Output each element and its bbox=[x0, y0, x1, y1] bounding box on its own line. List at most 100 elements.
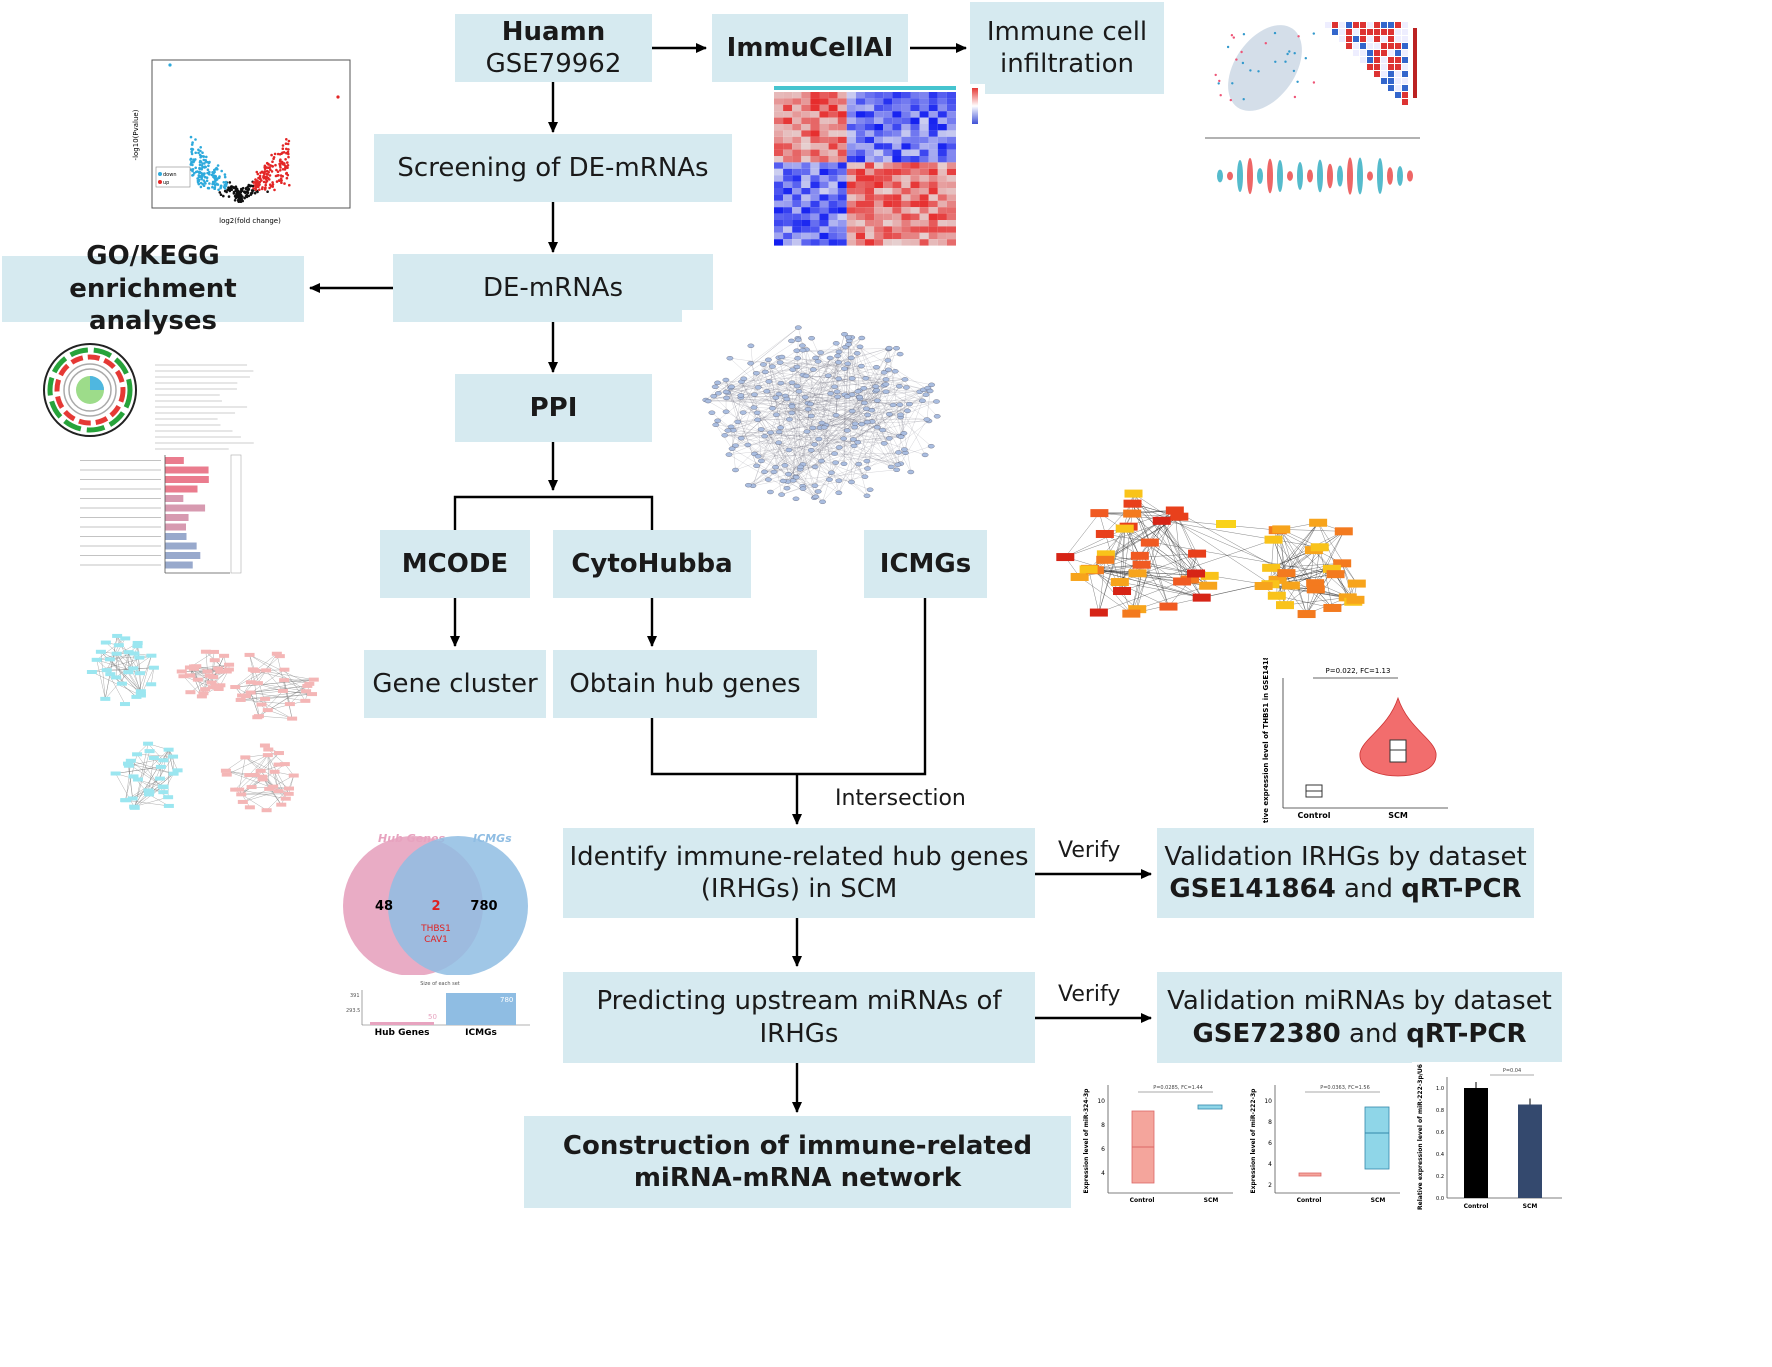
infiltration-line1: Immune cell bbox=[986, 16, 1148, 47]
mir222-tick-4: 4 bbox=[1268, 1161, 1272, 1168]
hub-genes-box: Obtain hub genes bbox=[553, 650, 817, 718]
mir324-tick-3: 6 bbox=[1101, 1146, 1105, 1153]
violin-ylabel: Relative expression level of THBS1 in GS… bbox=[1262, 658, 1270, 823]
hub-genes-label: Obtain hub genes bbox=[569, 668, 801, 699]
network-line2: miRNA-mRNA network bbox=[633, 1163, 962, 1193]
violin-annotation: P=0.022, FC=1.13 bbox=[1326, 667, 1391, 675]
dataset-id: GSE79962 bbox=[485, 49, 622, 79]
cytohubba-box: CytoHubba bbox=[553, 530, 751, 598]
set-size-tick-1: 391 bbox=[350, 993, 360, 999]
validation-irhgs-and: and bbox=[1335, 874, 1402, 904]
irhgs-box: Identify immune-related hub genes (IRHGs… bbox=[563, 828, 1035, 918]
validation-mirnas-and: and bbox=[1340, 1018, 1407, 1049]
barplot-tick: 1.0 bbox=[1436, 1086, 1444, 1092]
set-size-label-2: ICMGs bbox=[465, 1028, 497, 1038]
screening-label: Screening of DE-mRNAs bbox=[397, 152, 709, 183]
mir222-tick-1: 10 bbox=[1264, 1098, 1272, 1105]
infiltration-thumbnail bbox=[1195, 8, 1425, 228]
cytohubba-network-thumbnail bbox=[1050, 480, 1390, 640]
dataset-species: Huamn bbox=[501, 16, 606, 47]
gene-cluster-box: Gene cluster bbox=[364, 650, 546, 718]
immucellai-box: ImmuCellAI bbox=[712, 14, 908, 82]
dataset-box: Huamn GSE79962 bbox=[455, 14, 652, 82]
venn-gene-2: CAV1 bbox=[424, 935, 448, 945]
mir222-boxplot: P=0.0363, FC=1.56 10 8 6 4 2 Control SCM… bbox=[1245, 1075, 1407, 1207]
validation-mirnas-box: Validation miRNAs by dataset GSE72380 an… bbox=[1157, 972, 1562, 1063]
mir222-xcat-scm: SCM bbox=[1371, 1197, 1386, 1204]
violin-xcat-scm: SCM bbox=[1388, 811, 1408, 820]
mir324-tick-4: 4 bbox=[1101, 1170, 1105, 1177]
volcano-ylabel: -log10(Pvalue) bbox=[132, 109, 140, 160]
infiltration-box: Immune cell infiltration bbox=[970, 2, 1164, 94]
network-box: Construction of immune-related miRNA-mRN… bbox=[524, 1116, 1071, 1208]
mir324-annotation: P=0.0285, FC=1.44 bbox=[1153, 1085, 1203, 1091]
mir222-xcat-control: Control bbox=[1297, 1197, 1322, 1204]
set-size-bar: Size of each set 391 293.5 50 780 Hub Ge… bbox=[340, 975, 540, 1040]
validation-mirnas-dataset: GSE72380 bbox=[1192, 1018, 1341, 1049]
thbs1-violin-plot: P=0.022, FC=1.13 Control SCM Relative ex… bbox=[1258, 658, 1458, 823]
barplot-tick: 0.4 bbox=[1436, 1152, 1444, 1158]
immucellai-label: ImmuCellAI bbox=[726, 32, 894, 63]
predict-line1: Predicting upstream miRNAs of bbox=[596, 986, 1002, 1016]
validation-irhgs-box: Validation IRHGs by dataset GSE141864 an… bbox=[1157, 828, 1534, 918]
predict-line2: IRHGs bbox=[759, 1018, 839, 1049]
cytohubba-label: CytoHubba bbox=[571, 548, 733, 579]
icmgs-label: ICMGs bbox=[879, 548, 972, 579]
mir324-ylabel: Expression level of miR-324-3p bbox=[1083, 1088, 1090, 1194]
violin-xcat-control: Control bbox=[1297, 811, 1330, 820]
volcano-legend-down: down bbox=[163, 172, 177, 178]
barplot-tick: 0.0 bbox=[1436, 1196, 1444, 1202]
barplot-bar bbox=[1464, 1088, 1488, 1198]
mir222-tick-2: 8 bbox=[1268, 1119, 1272, 1126]
ppi-network-thumbnail bbox=[682, 310, 962, 520]
set-size-tick-2: 293.5 bbox=[346, 1008, 360, 1014]
validation-mirnas-method: qRT-PCR bbox=[1406, 1018, 1527, 1049]
mir324-xcat-scm: SCM bbox=[1204, 1197, 1219, 1204]
gokegg-line2: analyses bbox=[88, 306, 218, 337]
barplot-xcat-scm: SCM bbox=[1523, 1203, 1538, 1210]
mcode-label: MCODE bbox=[401, 548, 509, 579]
demrnas-box: DE-mRNAs bbox=[393, 254, 713, 322]
venn-gene-1: THBS1 bbox=[420, 924, 451, 934]
mir222-annotation: P=0.0363, FC=1.56 bbox=[1320, 1085, 1370, 1091]
volcano-xlabel: log2(fold change) bbox=[219, 217, 281, 225]
mir324-tick-2: 8 bbox=[1101, 1122, 1105, 1129]
mir222-tick-5: 2 bbox=[1268, 1182, 1272, 1189]
barplot-annotation: P=0.04 bbox=[1503, 1068, 1521, 1074]
set-size-title: Size of each set bbox=[420, 981, 460, 987]
demrnas-label: DE-mRNAs bbox=[482, 272, 623, 303]
infiltration-line2: infiltration bbox=[1000, 49, 1134, 79]
intersection-label: Intersection bbox=[835, 786, 966, 811]
set-size-value-1: 50 bbox=[428, 1013, 437, 1021]
mir324-tick-1: 10 bbox=[1097, 1098, 1105, 1105]
mir222-u6-barplot: P=0.04 1.00.80.60.40.20.0 Control SCM Re… bbox=[1412, 1062, 1567, 1212]
screening-box: Screening of DE-mRNAs bbox=[374, 134, 732, 202]
icmgs-box: ICMGs bbox=[864, 530, 987, 598]
barplot-bar bbox=[1518, 1104, 1542, 1198]
irhgs-line2: (IRHGs) in SCM bbox=[700, 874, 898, 904]
heatmap-thumbnail bbox=[760, 84, 985, 270]
predict-box: Predicting upstream miRNAs of IRHGs bbox=[563, 972, 1035, 1063]
ppi-label: PPI bbox=[529, 392, 578, 423]
mir324-xcat-control: Control bbox=[1130, 1197, 1155, 1204]
set-size-label-1: Hub Genes bbox=[375, 1028, 430, 1038]
mir222-ylabel: Expression level of miR-222-3p bbox=[1250, 1088, 1257, 1194]
barplot-tick: 0.8 bbox=[1436, 1108, 1444, 1114]
venn-left-count: 48 bbox=[375, 899, 393, 914]
validation-irhgs-dataset: GSE141864 bbox=[1169, 874, 1336, 904]
volcano-legend-up: up bbox=[163, 180, 169, 186]
barplot-xcat-control: Control bbox=[1464, 1203, 1489, 1210]
barplot-ylabel: Relative expression level of miR-222-3p/… bbox=[1417, 1064, 1424, 1210]
gokegg-line1: GO/KEGG enrichment bbox=[69, 241, 237, 304]
venn-right-count: 780 bbox=[470, 899, 497, 914]
barplot-tick: 0.6 bbox=[1436, 1130, 1444, 1136]
network-line1: Construction of immune-related bbox=[562, 1130, 1033, 1161]
irhgs-line1: Identify immune-related hub genes bbox=[569, 841, 1029, 872]
volcano-plot: down up -log10(Pvalue) log2(fold change) bbox=[130, 55, 355, 230]
enrichment-thumbnail bbox=[35, 335, 265, 595]
ppi-box: PPI bbox=[455, 374, 652, 442]
mcode-clusters-thumbnail bbox=[75, 628, 340, 833]
verify-label-2: Verify bbox=[1058, 982, 1121, 1007]
venn-overlap-count: 2 bbox=[431, 899, 440, 914]
